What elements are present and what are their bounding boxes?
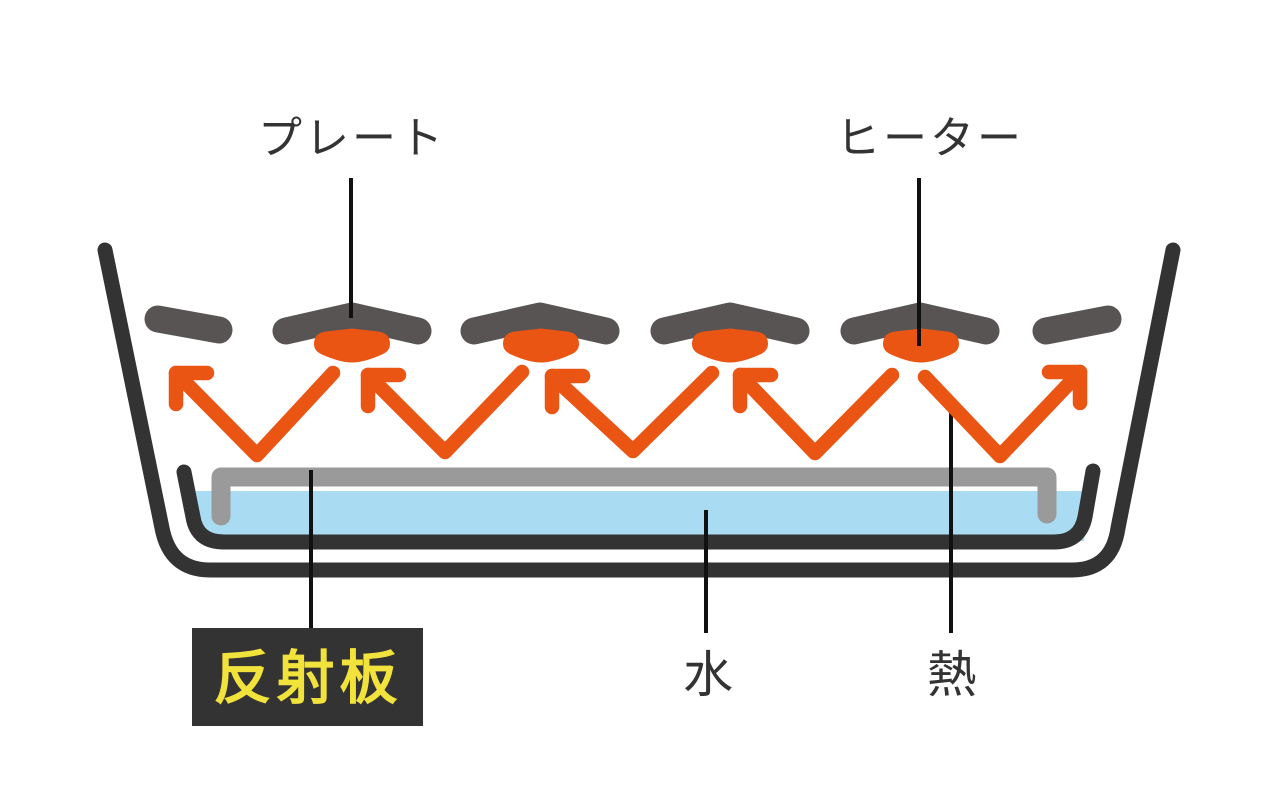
plate-label: プレート xyxy=(258,114,446,163)
heat-arrow-shaft xyxy=(544,365,720,459)
plate-segment xyxy=(460,302,620,345)
reflector-label: 反射板 xyxy=(213,646,402,711)
heat-arrow-shaft xyxy=(360,364,530,460)
plate-segments xyxy=(144,302,1122,345)
heat-arrow-shaft xyxy=(917,364,1088,464)
water-fill xyxy=(188,491,1091,541)
heat-arrowhead-up-left xyxy=(360,367,407,414)
pan-inner-wall xyxy=(176,463,1101,550)
reflector-label-box xyxy=(192,628,423,726)
heat-arrow-shaft xyxy=(168,365,341,463)
heat-label: 熱 xyxy=(927,647,977,703)
plate-segment-right-partial xyxy=(1032,305,1122,345)
water-label: 水 xyxy=(683,647,733,703)
plate-segment xyxy=(650,302,810,345)
leader-lines xyxy=(309,178,953,633)
heat-arrow-shaft xyxy=(732,367,900,461)
heater-label: ヒーター xyxy=(836,114,1024,163)
heat-arrows xyxy=(168,364,1088,464)
pan-outer-wall xyxy=(97,242,1181,578)
heat-arrowhead-up-left xyxy=(544,368,591,415)
heat-arrowhead-up-left xyxy=(732,367,779,414)
heat-arrowhead-up-right xyxy=(1041,364,1088,411)
reflector-plate xyxy=(211,467,1057,526)
heat-arrowhead-up-left xyxy=(168,365,215,412)
plate-segment-left-partial xyxy=(144,305,233,344)
